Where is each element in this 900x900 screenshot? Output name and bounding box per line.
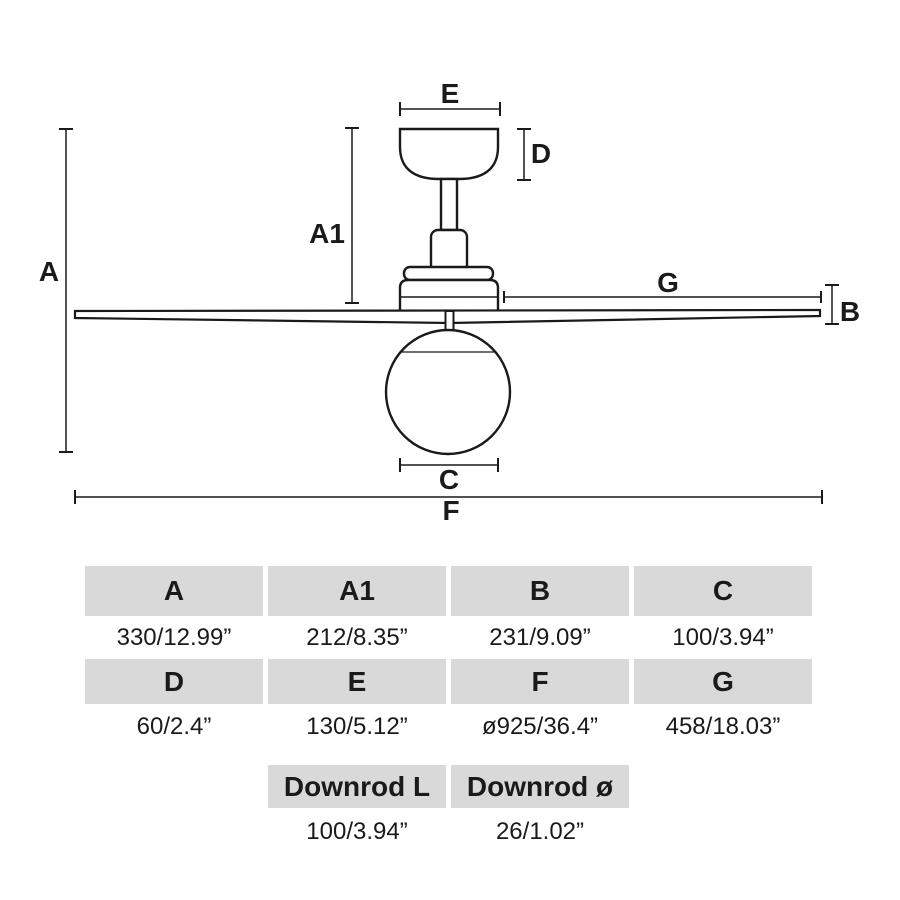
- dim-header-cell-a1: A1: [268, 566, 446, 616]
- dim-line-d: [517, 128, 531, 181]
- downrod-length-value-cell: 100/3.94”: [268, 808, 446, 856]
- dim-line-g: [503, 291, 822, 303]
- downrod-diameter-value-cell: 26/1.02”: [451, 808, 629, 856]
- fan-dimension-diagram: A A1 E D G B C F: [39, 78, 860, 526]
- motor-collar-shape: [402, 265, 495, 282]
- motor-coupling-shape: [429, 228, 469, 274]
- dim-label-a1: A1: [309, 218, 345, 249]
- dim-line-a1: [345, 127, 359, 304]
- dim-value-cell-b: 231/9.09”: [451, 616, 629, 659]
- dim-header-cell-a: A: [85, 566, 263, 616]
- light-globe-shape: [384, 328, 512, 456]
- downrod-shape: [439, 177, 459, 232]
- dim-label-e: E: [441, 78, 460, 109]
- dim-label-a: A: [39, 256, 59, 287]
- dim-header-cell-f: F: [451, 659, 629, 704]
- dim-line-a: [59, 128, 73, 453]
- dim-value-cell-c: 100/3.94”: [634, 616, 812, 659]
- dimension-lines: [59, 102, 839, 504]
- dim-label-b: B: [840, 296, 860, 327]
- dim-line-c: [399, 458, 499, 472]
- dim-line-e: [399, 102, 501, 116]
- dim-header-cell-c: C: [634, 566, 812, 616]
- stem-shape: [444, 310, 455, 332]
- dim-value-cell-f: ø925/36.4”: [451, 704, 629, 749]
- dim-value-cell-a1: 212/8.35”: [268, 616, 446, 659]
- dim-label-d: D: [531, 138, 551, 169]
- dim-line-b: [825, 284, 839, 325]
- motor-body-shape: [398, 278, 500, 314]
- dim-value-cell-g: 458/18.03”: [634, 704, 812, 749]
- dim-label-g: G: [657, 267, 679, 298]
- dim-header-cell-b: B: [451, 566, 629, 616]
- downrod-length-header-cell: Downrod L: [268, 765, 446, 808]
- canopy-shape: [398, 127, 500, 181]
- dim-label-f: F: [442, 495, 459, 526]
- dim-value-cell-a: 330/12.99”: [85, 616, 263, 659]
- dim-label-c: C: [439, 464, 459, 495]
- downrod-table: Downrod L Downrod ø 100/3.94” 26/1.02”: [268, 765, 629, 856]
- dim-line-f: [74, 490, 823, 504]
- downrod-diameter-header-cell: Downrod ø: [451, 765, 629, 808]
- dimensions-table: A A1 B C 330/12.99” 212/8.35” 231/9.09” …: [85, 566, 812, 749]
- dim-value-cell-e: 130/5.12”: [268, 704, 446, 749]
- dim-header-cell-g: G: [634, 659, 812, 704]
- dim-header-cell-e: E: [268, 659, 446, 704]
- fan-outline: [73, 127, 822, 456]
- dim-value-cell-d: 60/2.4”: [85, 704, 263, 749]
- dim-header-cell-d: D: [85, 659, 263, 704]
